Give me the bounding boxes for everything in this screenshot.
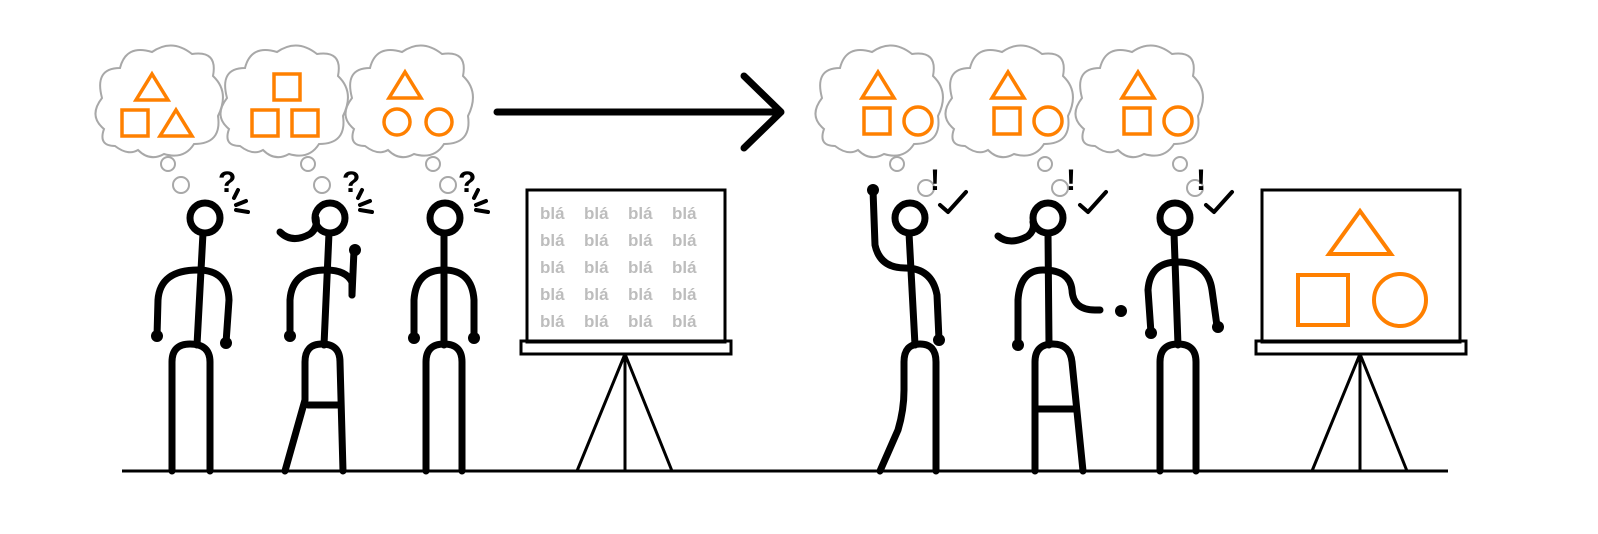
exclamation-mark: !	[1196, 164, 1206, 197]
board-word: blá	[628, 285, 653, 304]
checkmark-icon	[1204, 190, 1234, 214]
triangle-shape	[1325, 207, 1395, 256]
board-word: blá	[540, 312, 565, 331]
board-word: blá	[628, 258, 653, 277]
question-mark: ?	[458, 166, 476, 199]
understanding-person: !	[1144, 164, 1234, 475]
understanding-person: !	[867, 164, 968, 475]
board-word: blá	[540, 204, 565, 223]
board-word: blá	[672, 258, 697, 277]
board-word: blá	[628, 312, 653, 331]
understanding-person: !	[994, 164, 1127, 475]
confused-person: ?	[151, 166, 250, 475]
question-mark: ?	[218, 166, 236, 199]
board-word: blá	[540, 231, 565, 250]
confused-person: ?	[276, 166, 374, 475]
board-word: blá	[540, 285, 565, 304]
board-word: blá	[584, 258, 609, 277]
thought-cloud	[219, 44, 349, 194]
thought-cloud	[944, 44, 1074, 197]
arrow-right-icon	[493, 72, 785, 152]
thought-cloud	[94, 44, 224, 194]
question-mark: ?	[342, 166, 360, 199]
thought-cloud	[1074, 44, 1204, 197]
board-word: blá	[672, 285, 697, 304]
board-word: blá	[672, 204, 697, 223]
board-word: blá	[584, 312, 609, 331]
circle-shape	[1372, 272, 1428, 328]
presentation-board-shapes	[1254, 188, 1468, 472]
board-word: blá	[540, 258, 565, 277]
checkmark-icon	[1078, 190, 1108, 214]
board-word: blá	[584, 285, 609, 304]
board-word: blá	[628, 231, 653, 250]
board-word: blá	[672, 312, 697, 331]
square-shape	[1296, 273, 1350, 327]
thought-cloud	[344, 44, 474, 194]
confused-person: ?	[408, 166, 490, 475]
thought-cloud	[814, 44, 944, 197]
board-word: blá	[584, 231, 609, 250]
exclamation-mark: !	[1066, 164, 1076, 197]
exclamation-mark: !	[930, 164, 940, 197]
board-word: blá	[628, 204, 653, 223]
board-word: blá	[584, 204, 609, 223]
checkmark-icon	[938, 190, 968, 214]
board-word: blá	[672, 231, 697, 250]
